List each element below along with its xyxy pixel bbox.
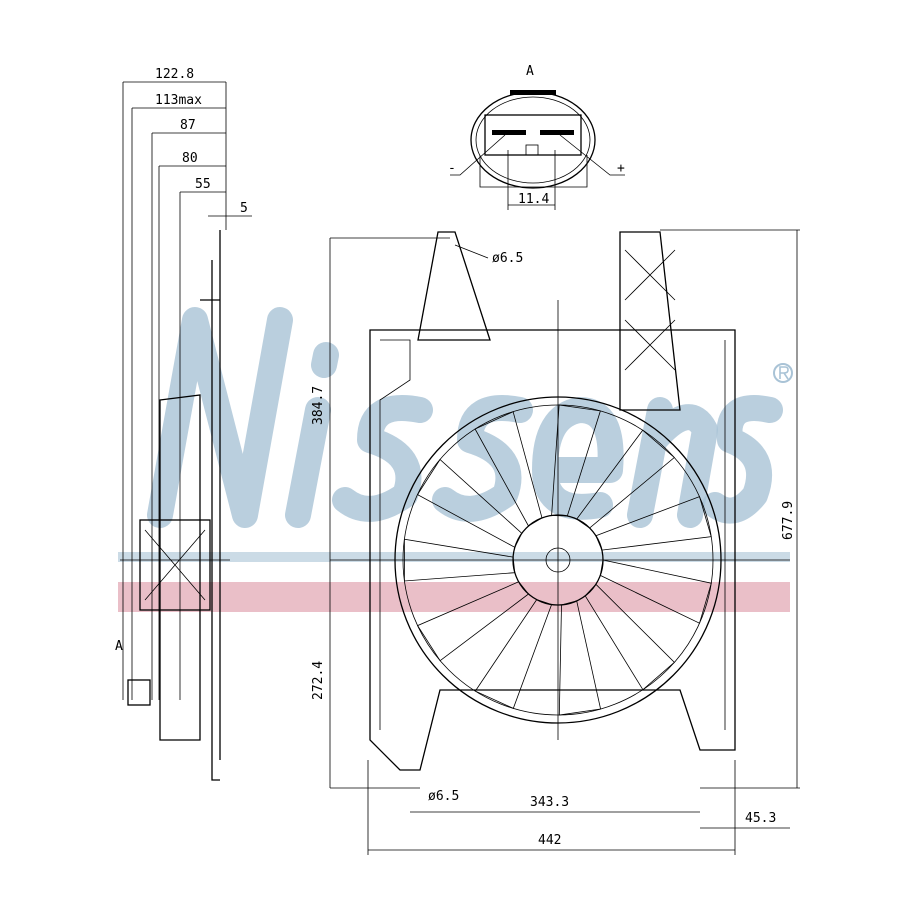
- dim-mount-span: 343.3: [530, 795, 569, 810]
- dim-87: 87: [180, 118, 196, 133]
- dim-hole-bottom: ø6.5: [428, 789, 459, 804]
- dim-total-height: 677.9: [781, 501, 796, 540]
- registered-mark-icon: [773, 363, 793, 383]
- dim-hole-top: ø6.5: [492, 251, 523, 266]
- fan-blade: [474, 599, 553, 709]
- fan-blade: [416, 458, 523, 548]
- dim-80: 80: [182, 151, 198, 166]
- minus-label: -: [448, 161, 456, 176]
- plus-label: +: [617, 161, 625, 176]
- fan-blade: [417, 581, 530, 662]
- pin-spacing: 11.4: [518, 192, 549, 207]
- dim-5: 5: [240, 201, 248, 216]
- dim-total-width: 442: [538, 833, 561, 848]
- dim-113max: 113max: [155, 93, 202, 108]
- fan-blade: [474, 411, 543, 527]
- fan-blades: [330, 300, 790, 740]
- view-marker-a: A: [115, 639, 123, 654]
- front-view-dimensions: ø6.5 384.7 272.4 677.9 ø6.5 343.3 45.3 4…: [311, 229, 800, 855]
- connector-detail-a: A - + 11.4: [448, 64, 625, 210]
- fan-blade: [576, 429, 675, 529]
- nissens-watermark-logo: [118, 307, 793, 612]
- fan-blade: [551, 404, 601, 517]
- dim-55: 55: [195, 177, 211, 192]
- fan-blade: [584, 583, 675, 691]
- dim-lower-height: 272.4: [311, 661, 326, 700]
- fan-blade: [599, 559, 712, 624]
- connector-title: A: [526, 64, 534, 79]
- dim-122-8: 122.8: [155, 67, 194, 82]
- fan-blade: [558, 600, 602, 716]
- side-view-outline: [120, 230, 230, 781]
- dim-upper-height: 384.7: [311, 386, 326, 425]
- fan-blade: [595, 496, 712, 551]
- fan-blade: [404, 538, 516, 582]
- dim-offset: 45.3: [745, 811, 776, 826]
- side-view-dimensions: 122.8 113max 87 80 55 5 A: [115, 67, 252, 700]
